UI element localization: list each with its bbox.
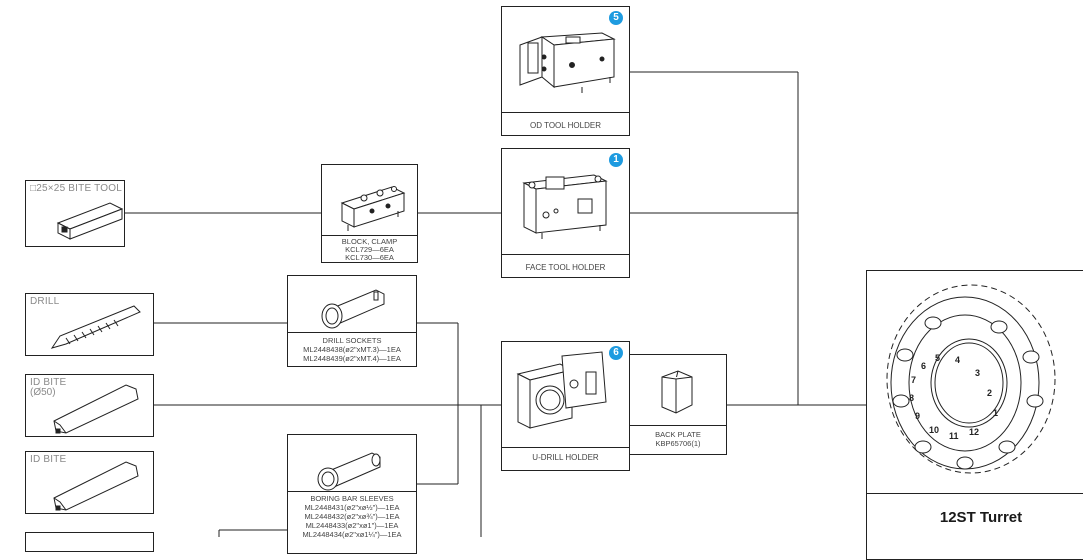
boring-sleeves-caption-4: ML2448433(ø2"xø1")—1EA	[305, 521, 399, 530]
partial-item-box[interactable]	[25, 532, 154, 552]
clamp-block-caption-2: KCL729—6EA	[345, 245, 394, 254]
boring-sleeves-caption-2: ML2448431(ø2"xø½")—1EA	[304, 503, 400, 512]
drill-sockets-caption-2: ML2448438(ø2"xMT.3)—1EA	[303, 345, 401, 354]
drill-socket-icon	[321, 289, 385, 329]
id-bite-50-size: (Ø50)	[30, 387, 56, 398]
turret-station-5: 5	[935, 353, 940, 363]
turret-station-10: 10	[929, 425, 939, 435]
turret-station-6: 6	[921, 361, 926, 371]
turret-box[interactable]: 1 2 3 4 5 6 7 8 9 10 11 12 12ST Turret	[866, 270, 1083, 560]
drill-sockets-caption-1: DRILL SOCKETS	[322, 336, 382, 345]
id-bite-50-label: ID BITE	[30, 377, 67, 388]
bite-tool-icon	[56, 202, 124, 240]
turret-station-8: 8	[909, 393, 914, 403]
u-drill-holder-badge: 6	[609, 346, 623, 360]
turret-station-11: 11	[949, 431, 959, 441]
od-tool-holder-badge: 5	[609, 11, 623, 25]
u-drill-holder-icon	[516, 351, 607, 429]
drill-icon	[50, 305, 141, 349]
back-plate-box[interactable]: BACK PLATE KBP65706(1)	[629, 354, 727, 455]
clamp-block-icon	[340, 186, 406, 231]
bite-tool-box[interactable]: □25×25 BITE TOOL	[25, 180, 125, 247]
u-drill-holder-box[interactable]: 6 U-DRILL HOLDER	[501, 341, 630, 471]
face-tool-holder-box[interactable]: 1 FACE TOOL HOLDER	[501, 148, 630, 278]
face-tool-holder-label: FACE TOOL HOLDER	[525, 263, 606, 272]
drill-label: DRILL	[30, 296, 60, 307]
clamp-block-box[interactable]: BLOCK, CLAMP KCL729—6EA KCL730—6EA	[321, 164, 418, 263]
boring-sleeves-caption-5: ML2448434(ø2"xø1¼")—1EA	[302, 530, 402, 539]
boring-sleeve-icon	[317, 452, 381, 491]
boring-bar-sleeves-box[interactable]: BORING BAR SLEEVES ML2448431(ø2"xø½")—1E…	[287, 434, 417, 554]
id-bite-box[interactable]: ID BITE	[25, 451, 154, 514]
id-bite-icon	[53, 461, 139, 511]
turret-icon: 1 2 3 4 5 6 7 8 9 10 11 12	[886, 284, 1056, 474]
od-tool-holder-icon	[519, 32, 616, 93]
turret-station-4: 4	[955, 355, 960, 365]
clamp-block-caption-3: KCL730—6EA	[345, 253, 394, 262]
boring-sleeves-caption-3: ML2448432(ø2"xø¾")—1EA	[304, 512, 400, 521]
turret-station-2: 2	[987, 388, 992, 398]
face-tool-holder-badge: 1	[609, 153, 623, 167]
drill-sockets-caption-3: ML2448439(ø2"xMT.4)—1EA	[303, 354, 401, 363]
connector-lines	[124, 71, 866, 537]
od-tool-holder-box[interactable]: 5 OD TOOL HOLDER	[501, 6, 630, 136]
back-plate-caption-2: KBP65706(1)	[655, 439, 701, 448]
clamp-block-caption-1: BLOCK, CLAMP	[341, 237, 398, 246]
back-plate-caption-1: BACK PLATE	[655, 430, 701, 439]
turret-station-7: 7	[911, 375, 916, 385]
back-plate-icon	[661, 370, 693, 414]
turret-station-1: 1	[993, 408, 998, 418]
u-drill-holder-label: U-DRILL HOLDER	[532, 453, 599, 462]
id-bite-50-box[interactable]: ID BITE (Ø50)	[25, 374, 154, 437]
bite-tool-label: □25×25 BITE TOOL	[30, 183, 122, 194]
drill-box[interactable]: DRILL	[25, 293, 154, 356]
turret-station-12: 12	[969, 427, 979, 437]
id-bite-label: ID BITE	[30, 454, 67, 465]
od-tool-holder-label: OD TOOL HOLDER	[530, 121, 601, 130]
drill-sockets-box[interactable]: DRILL SOCKETS ML2448438(ø2"xMT.3)—1EA ML…	[287, 275, 417, 367]
face-tool-holder-icon	[522, 174, 608, 239]
turret-station-9: 9	[915, 411, 920, 421]
boring-sleeves-caption-1: BORING BAR SLEEVES	[310, 494, 394, 503]
turret-title: 12ST Turret	[939, 509, 1023, 526]
id-bite-50-icon	[53, 384, 139, 434]
turret-station-3: 3	[975, 368, 980, 378]
